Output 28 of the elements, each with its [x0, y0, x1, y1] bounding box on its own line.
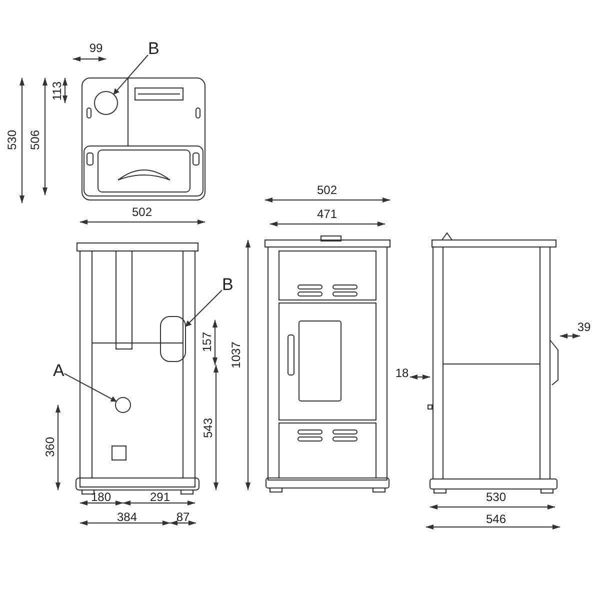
callout-letter: B: [222, 276, 234, 293]
outlet-circle: [115, 397, 131, 413]
dimension-label: 99: [89, 42, 103, 54]
dimension-label: 530: [486, 491, 506, 503]
dimension-label: 18: [395, 367, 409, 379]
callout-letter: A: [53, 362, 64, 379]
dimension-label: 1037: [230, 342, 242, 368]
leader-line: [64, 373, 117, 402]
leader-line: [185, 290, 222, 327]
dimension-label: 157: [201, 332, 213, 352]
dimension-label: 506: [29, 130, 41, 150]
dimension-label: 502: [316, 184, 338, 196]
dimension-label: 180: [90, 491, 112, 503]
dimension-label: 502: [132, 206, 152, 218]
dimension-label: 360: [44, 436, 56, 458]
dimension-label: 471: [316, 208, 338, 220]
dimension-label: 543: [202, 418, 214, 438]
dimension-label: 384: [116, 511, 138, 523]
outlet-circle: [94, 91, 118, 115]
leader-line: [113, 54, 148, 95]
dimension-label: 113: [51, 81, 63, 101]
dimension-label: 291: [150, 491, 170, 503]
dimension-label: 87: [176, 511, 190, 523]
opening-outline: [160, 316, 186, 362]
dimension-label: 39: [577, 321, 591, 333]
callout-letter: B: [148, 40, 160, 57]
dimension-label: 546: [486, 513, 506, 525]
dimension-label: 530: [6, 130, 18, 150]
